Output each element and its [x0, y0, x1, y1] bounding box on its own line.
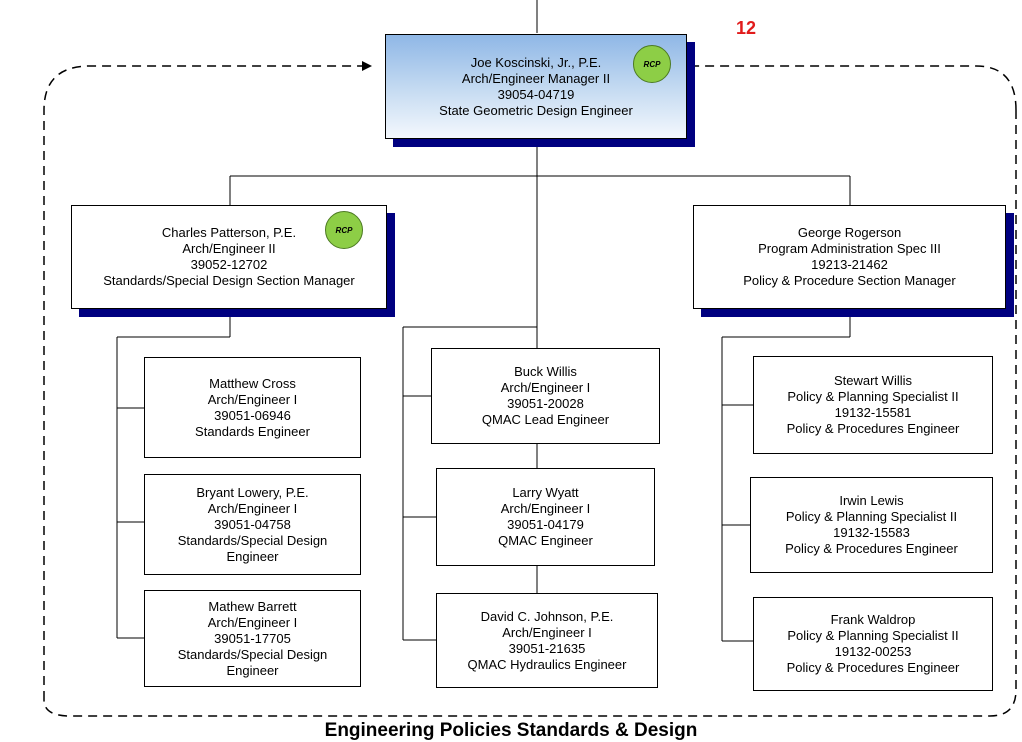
staff-role: QMAC Lead Engineer — [481, 412, 610, 427]
staff-box: Irwin Lewis Policy & Planning Specialist… — [750, 477, 993, 573]
rcp-label: RCP — [643, 59, 661, 69]
staff-box: Buck Willis Arch/Engineer I 39051-20028 … — [431, 348, 660, 444]
policy-manager-id: 19213-21462 — [811, 257, 888, 272]
staff-id: 39051-06946 — [214, 407, 291, 423]
staff-id: 39051-17705 — [214, 630, 291, 646]
staff-title: Arch/Engineer I — [207, 391, 298, 407]
staff-id: 19132-15581 — [834, 405, 912, 420]
staff-title: Policy & Planning Specialist II — [787, 628, 959, 643]
staff-box: Stewart Willis Policy & Planning Special… — [753, 356, 993, 454]
staff-name: David C. Johnson, P.E. — [480, 608, 614, 624]
staff-role: QMAC Engineer — [498, 533, 593, 548]
staff-role-cont: Engineer — [226, 548, 279, 564]
standards-manager-title: Arch/Engineer II — [182, 241, 276, 256]
dashed-reporting-loop — [43, 61, 1017, 717]
staff-title: Arch/Engineer I — [500, 501, 591, 516]
manager-name: Joe Koscinski, Jr., P.E. — [470, 54, 602, 70]
staff-name: Frank Waldrop — [830, 612, 916, 627]
staff-name: Irwin Lewis — [839, 493, 904, 508]
staff-title: Arch/Engineer I — [500, 380, 591, 395]
staff-title: Arch/Engineer I — [502, 624, 592, 640]
staff-id: 19132-00253 — [834, 644, 912, 659]
staff-title: Arch/Engineer I — [207, 614, 298, 630]
staff-name: Stewart Willis — [833, 373, 912, 388]
staff-role: Policy & Procedures Engineer — [786, 660, 960, 675]
rcp-badge: RCP — [325, 211, 363, 249]
staff-box: Mathew Barrett Arch/Engineer I 39051-177… — [144, 590, 361, 687]
policy-manager-box: George Rogerson Program Administration S… — [693, 205, 1006, 309]
staff-name: Buck Willis — [514, 364, 577, 379]
staff-box: Matthew Cross Arch/Engineer I 39051-0694… — [144, 357, 361, 458]
staff-name: Mathew Barrett — [208, 598, 297, 614]
standards-manager-role: Standards/Special Design Section Manager — [103, 273, 355, 288]
staff-title: Policy & Planning Specialist II — [785, 509, 958, 524]
staff-role: Standards Engineer — [195, 423, 310, 439]
manager-id: 39054-04719 — [497, 86, 575, 102]
page-number: 12 — [736, 18, 757, 38]
policy-manager-title: Program Administration Spec III — [758, 241, 941, 256]
staff-role: Policy & Procedures Engineer — [785, 541, 958, 556]
staff-id: 39051-20028 — [507, 396, 584, 411]
staff-id: 39051-21635 — [508, 640, 586, 656]
staff-role: Standards/Special Design — [177, 532, 328, 548]
standards-manager-name: Charles Patterson, P.E. — [161, 225, 297, 240]
staff-name: Larry Wyatt — [512, 485, 579, 500]
staff-id: 19132-15583 — [833, 525, 910, 540]
rcp-label: RCP — [335, 225, 353, 235]
staff-id: 39051-04758 — [214, 516, 291, 532]
staff-title: Policy & Planning Specialist II — [787, 389, 959, 404]
staff-box: David C. Johnson, P.E. Arch/Engineer I 3… — [436, 593, 658, 688]
manager-title: Arch/Engineer Manager II — [461, 70, 611, 86]
staff-role: QMAC Hydraulics Engineer — [467, 656, 627, 672]
staff-box: Larry Wyatt Arch/Engineer I 39051-04179 … — [436, 468, 655, 566]
standards-manager-id: 39052-12702 — [190, 257, 268, 272]
staff-title: Arch/Engineer I — [207, 500, 298, 516]
staff-id: 39051-04179 — [507, 517, 584, 532]
staff-role: Standards/Special Design — [177, 646, 328, 662]
manager-role: State Geometric Design Engineer — [439, 102, 633, 118]
staff-box: Frank Waldrop Policy & Planning Speciali… — [753, 597, 993, 691]
staff-name: Bryant Lowery, P.E. — [196, 484, 309, 500]
staff-role: Policy & Procedures Engineer — [786, 421, 960, 436]
staff-box: Bryant Lowery, P.E. Arch/Engineer I 3905… — [144, 474, 361, 575]
staff-role-cont: Engineer — [226, 662, 279, 678]
solid-connectors — [116, 0, 851, 642]
footer-title: Engineering Policies Standards & Design — [324, 720, 698, 741]
staff-name: Matthew Cross — [209, 375, 296, 391]
policy-manager-name: George Rogerson — [797, 225, 902, 240]
policy-manager-role: Policy & Procedure Section Manager — [743, 273, 956, 288]
rcp-badge: RCP — [633, 45, 671, 83]
